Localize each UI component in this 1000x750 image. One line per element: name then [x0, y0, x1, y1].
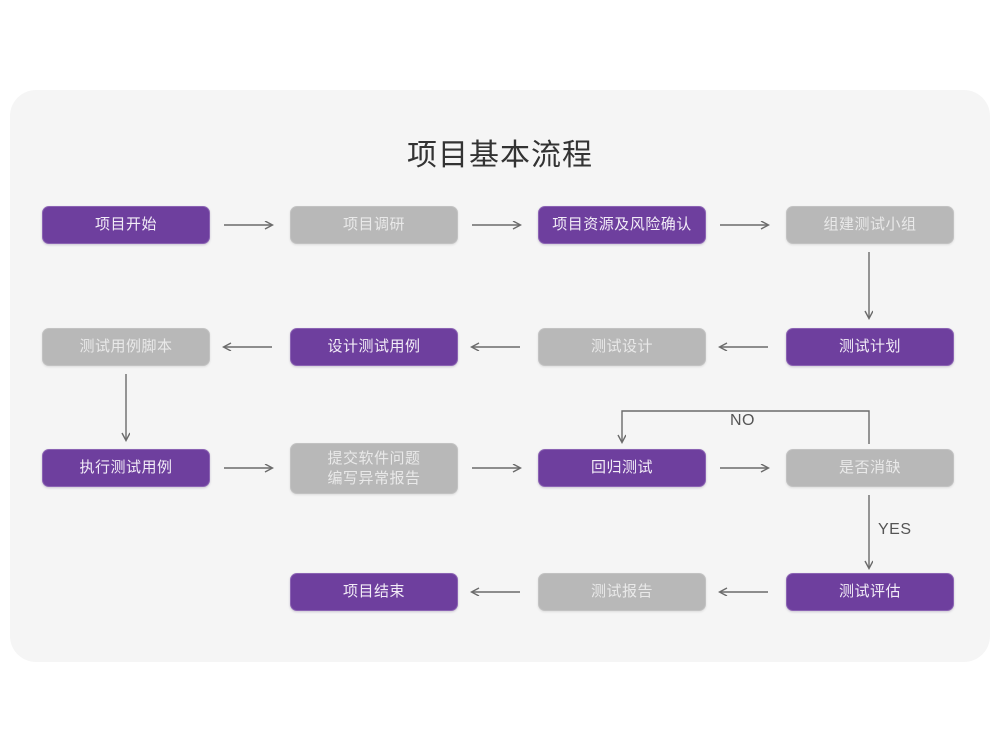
node-test-design[interactable]: 测试设计	[538, 328, 706, 366]
node-defect-cleared[interactable]: 是否消缺	[786, 449, 954, 487]
node-submit-issue-report[interactable]: 提交软件问题 编写异常报告	[290, 443, 458, 494]
node-resource-risk-confirm[interactable]: 项目资源及风险确认	[538, 206, 706, 244]
flowchart-card	[10, 90, 990, 662]
node-project-start[interactable]: 项目开始	[42, 206, 210, 244]
edge-label-no: NO	[730, 412, 755, 429]
node-design-test-case[interactable]: 设计测试用例	[290, 328, 458, 366]
page-title: 项目基本流程	[407, 139, 593, 172]
node-execute-test-case[interactable]: 执行测试用例	[42, 449, 210, 487]
node-test-case-script[interactable]: 测试用例脚本	[42, 328, 210, 366]
node-project-end[interactable]: 项目结束	[290, 573, 458, 611]
node-regression-test[interactable]: 回归测试	[538, 449, 706, 487]
node-test-report[interactable]: 测试报告	[538, 573, 706, 611]
node-project-research[interactable]: 项目调研	[290, 206, 458, 244]
node-test-evaluation[interactable]: 测试评估	[786, 573, 954, 611]
node-build-test-team[interactable]: 组建测试小组	[786, 206, 954, 244]
edge-label-yes: YES	[878, 521, 912, 538]
node-test-plan[interactable]: 测试计划	[786, 328, 954, 366]
